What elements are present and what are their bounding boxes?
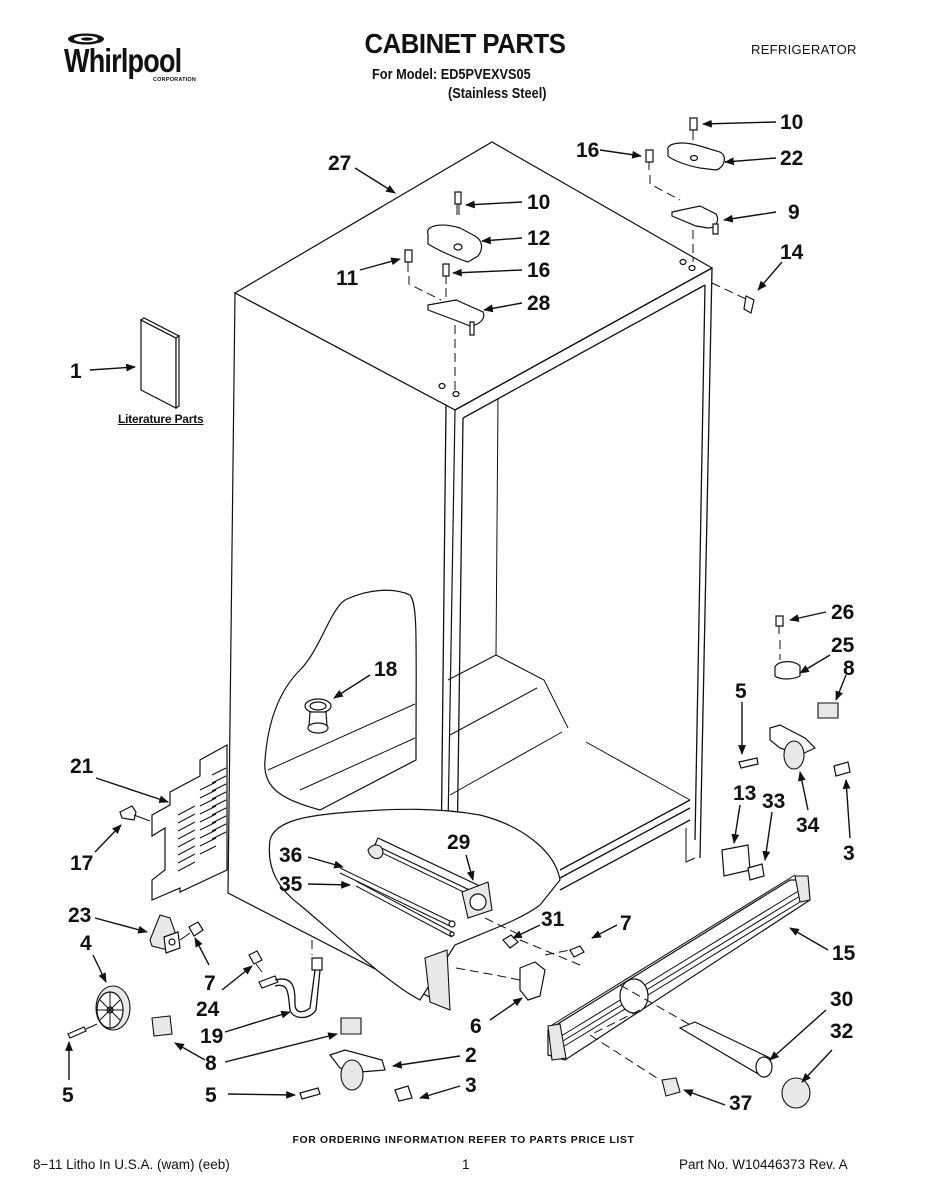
cabinet-cutout-lower [268,808,561,1001]
callout-25: 25 [831,634,855,657]
callout-32: 32 [830,1020,853,1043]
whirlpool-logo: Whirlpool CORPORATION [60,30,210,90]
callout-7: 7 [620,912,632,935]
callout-36: 36 [279,844,302,867]
callout-3: 3 [843,842,855,865]
finish-label: (Stainless Steel) [448,85,547,102]
page-number: 1 [462,1157,470,1172]
callout-7: 7 [204,972,216,995]
callout-29: 29 [447,831,470,854]
callout-33: 33 [762,790,785,813]
rear-access-panel [119,743,228,901]
callout-12: 12 [527,227,550,250]
callout-26: 26 [831,601,854,624]
callout-8: 8 [843,657,855,680]
callout-1: 1 [70,360,82,383]
callout-5: 5 [205,1084,217,1107]
callout-6: 6 [470,1015,482,1038]
callout-2: 2 [465,1044,477,1067]
callout-5: 5 [735,680,747,703]
left-top-hinge-assembly [404,191,485,390]
callout-28: 28 [527,292,551,315]
literature-parts-booklet [139,317,181,410]
front-roller-assembly [299,1017,413,1102]
product-category: REFRIGERATOR [751,42,857,57]
callout-31: 31 [541,908,565,931]
callout-22: 22 [780,147,803,170]
right-top-hinge-assembly [645,117,755,314]
grommet-part [304,698,332,734]
callout-35: 35 [279,873,303,896]
right-roller-assembly [721,615,851,881]
brand-subtitle: CORPORATION [153,77,197,83]
callout-19: 19 [200,1025,223,1048]
callout-16: 16 [576,139,599,162]
callout-13: 13 [733,782,756,805]
callout-16: 16 [527,259,550,282]
callout-4: 4 [80,932,92,955]
leader-lines [65,119,851,1106]
callout-5: 5 [62,1084,74,1107]
callout-23: 23 [68,904,91,927]
callout-18: 18 [374,658,398,681]
water-tube-assembly [248,940,323,1019]
callout-10: 10 [780,111,803,134]
callout-labels: 1 27 10 12 11 16 28 10 16 22 9 14 18 26 … [62,111,856,1115]
callout-3: 3 [465,1074,477,1097]
brand-name: Whirlpool [64,42,182,79]
model-number: For Model: ED5PVEXVS05 [372,66,531,83]
callout-14: 14 [780,241,804,264]
callout-30: 30 [830,988,853,1011]
callout-11: 11 [336,267,359,290]
kickplate-grille [547,874,811,1081]
callout-10: 10 [527,191,550,214]
callout-15: 15 [832,942,856,965]
callout-34: 34 [796,814,820,837]
bracket-part [455,939,585,1001]
callout-21: 21 [70,755,94,778]
callout-37: 37 [729,1092,752,1115]
page-title: CABINET PARTS [364,28,566,59]
left-roller-assembly [67,914,204,1039]
part-number: Part No. W10446373 Rev. A [679,1157,848,1172]
ordering-note: FOR ORDERING INFORMATION REFER TO PARTS … [292,1134,635,1146]
callout-9: 9 [788,201,800,224]
literature-parts-label: Literature Parts [118,412,204,426]
callout-8: 8 [205,1052,217,1075]
swirl-icon [68,33,104,45]
callout-27: 27 [328,152,351,175]
callout-17: 17 [70,852,93,875]
print-info: 8−11 Litho In U.S.A. (wam) (eeb) [33,1157,230,1172]
callout-24: 24 [196,998,220,1021]
